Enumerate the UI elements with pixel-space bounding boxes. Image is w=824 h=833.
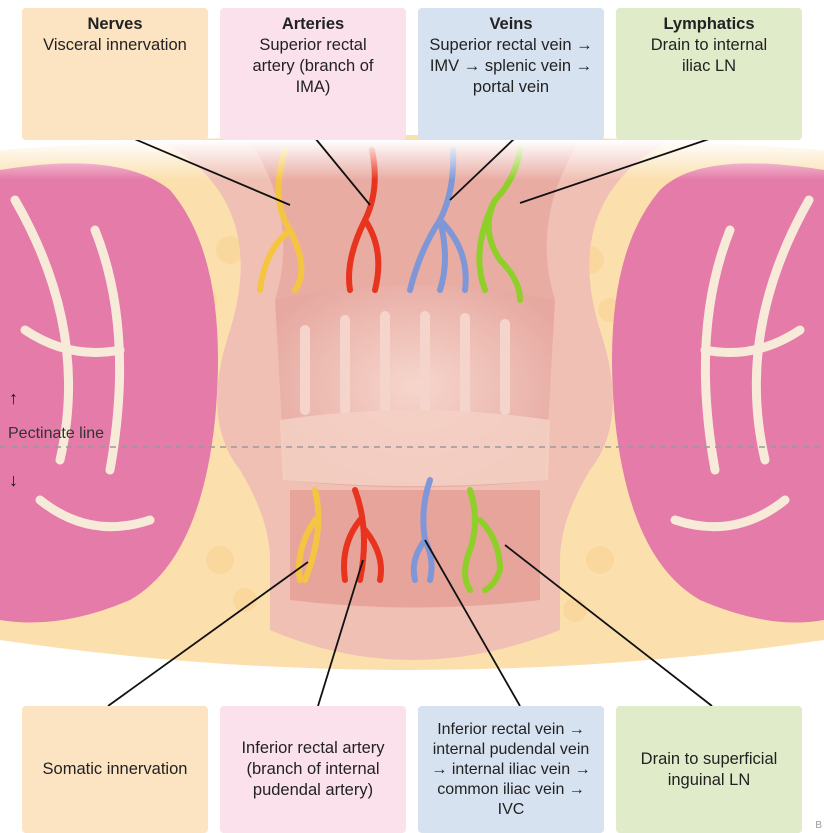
arteries-title: Arteries	[282, 14, 344, 35]
lymphatics-bottom-box: Drain to superficial inguinal LN	[616, 706, 802, 833]
veins-top-box: Veins Superior rectal vein → IMV → splen…	[418, 8, 604, 140]
arteries-bottom-text: Inferior rectal artery (branch of intern…	[233, 738, 393, 801]
pectinate-line-label: Pectinate line	[8, 425, 104, 443]
nerves-top-text: Visceral innervation	[43, 35, 187, 56]
nerves-top-box: Nerves Visceral innervation	[22, 8, 208, 140]
lower-canal	[290, 490, 540, 608]
veins-title: Veins	[489, 14, 532, 35]
veins-top-text: Superior rectal vein → IMV → splenic vei…	[428, 35, 594, 98]
arrow-down-icon: ↓	[9, 470, 18, 491]
lymphatics-top-box: Lymphatics Drain to internal iliac LN	[616, 8, 802, 140]
arteries-top-box: Arteries Superior rectal artery (branch …	[220, 8, 406, 140]
nerves-title: Nerves	[87, 14, 142, 35]
arteries-bottom-box: Inferior rectal artery (branch of intern…	[220, 706, 406, 833]
arteries-top-text: Superior rectal artery (branch of IMA)	[243, 35, 383, 98]
lymphatics-bottom-text: Drain to superficial inguinal LN	[629, 749, 789, 791]
nerves-bottom-box: Somatic innervation	[22, 706, 208, 833]
lymphatics-top-text: Drain to internal iliac LN	[649, 35, 769, 77]
veins-bottom-box: Inferior rectal vein → internal pudendal…	[418, 706, 604, 833]
arrow-up-icon: ↑	[9, 388, 18, 409]
lymphatics-title: Lymphatics	[663, 14, 754, 35]
corner-mark: B	[815, 820, 822, 831]
top-fade	[0, 140, 824, 180]
veins-bottom-text: Inferior rectal vein → internal pudendal…	[425, 720, 597, 820]
anal-band	[280, 410, 550, 486]
nerves-bottom-text: Somatic innervation	[43, 759, 188, 780]
